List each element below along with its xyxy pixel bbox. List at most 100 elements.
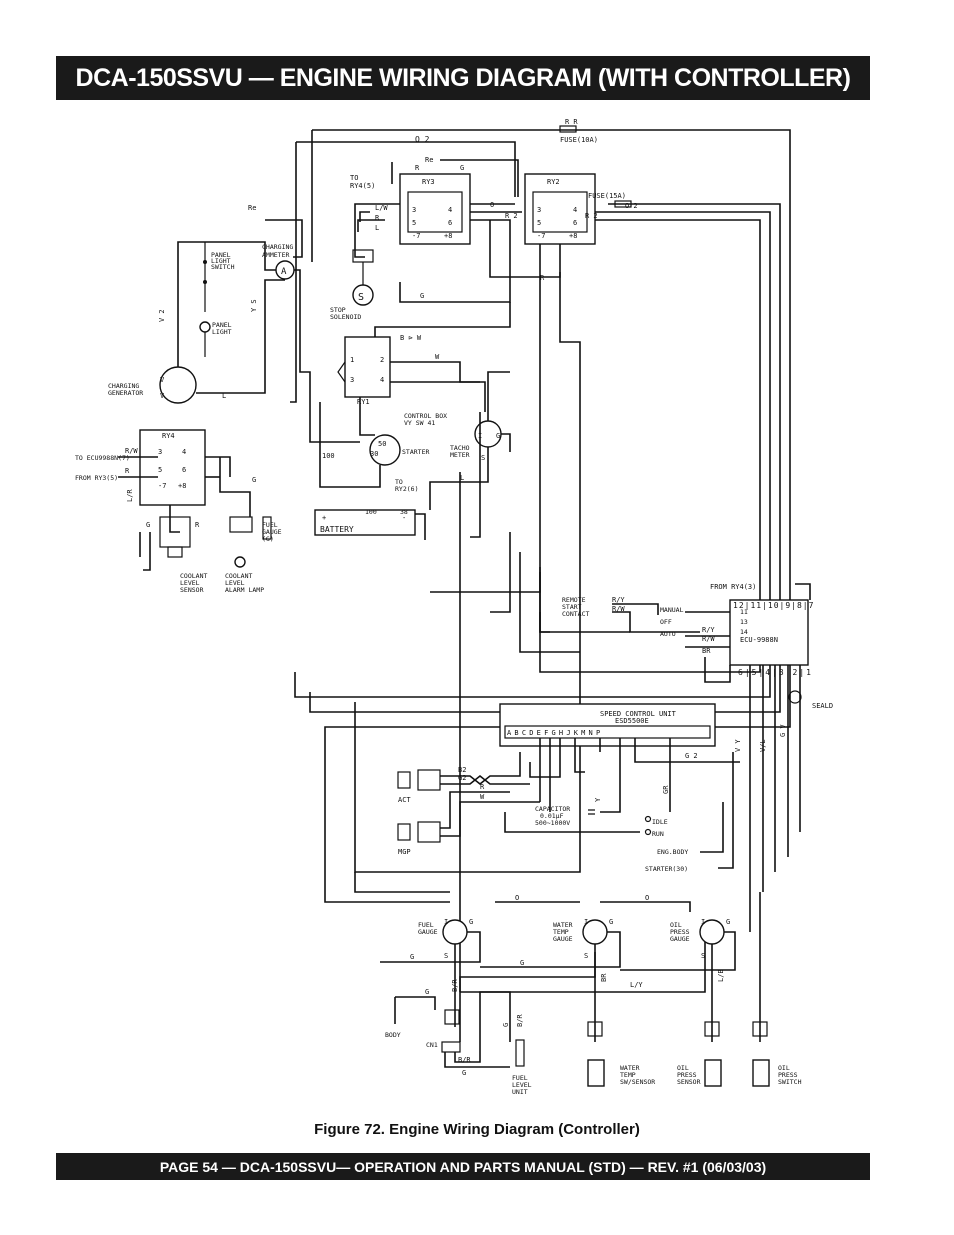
svg-text:WATER: WATER xyxy=(620,1064,640,1072)
svg-text:R: R xyxy=(415,164,420,172)
svg-text:A: A xyxy=(281,267,287,277)
svg-text:TO: TO xyxy=(395,478,403,486)
svg-text:BR: BR xyxy=(702,647,711,655)
svg-text:4: 4 xyxy=(448,206,452,214)
svg-text:SWITCH: SWITCH xyxy=(778,1078,802,1086)
svg-text:METER: METER xyxy=(450,451,470,459)
svg-text:W: W xyxy=(435,353,440,361)
svg-text:SPEED CONTROL UNIT: SPEED CONTROL UNIT xyxy=(600,710,677,718)
svg-text:R 2: R 2 xyxy=(585,212,598,220)
svg-text:ACT: ACT xyxy=(398,796,411,804)
svg-text:5: 5 xyxy=(537,219,541,227)
mgp: MGP xyxy=(397,821,441,856)
svg-text:B/R: B/R xyxy=(458,1056,471,1064)
svg-text:38: 38 xyxy=(400,508,408,516)
svg-text:ALARM LAMP: ALARM LAMP xyxy=(225,586,264,594)
svg-text:IDLE: IDLE xyxy=(652,818,668,826)
svg-text:R R: R R xyxy=(565,118,578,126)
svg-text:ECU-9988N: ECU-9988N xyxy=(740,636,778,644)
starter-30-label: STARTER(30) xyxy=(645,865,688,873)
svg-text:L/R: L/R xyxy=(126,489,134,502)
svg-text:G: G xyxy=(726,918,730,926)
svg-text:FUEL: FUEL xyxy=(512,1074,528,1082)
svg-text:PRESS: PRESS xyxy=(677,1071,697,1079)
svg-text:GR: GR xyxy=(662,785,670,794)
svg-text:R: R xyxy=(480,783,485,791)
ry2-label: RY2 xyxy=(547,178,560,186)
svg-text:G2: G2 xyxy=(458,774,466,782)
svg-text:LIGHT: LIGHT xyxy=(212,328,232,336)
stop-solenoid: S STOP SOLENOID xyxy=(330,249,374,321)
relay-ry1: RY1 1 2 3 4 xyxy=(337,336,391,406)
svg-text:4: 4 xyxy=(573,206,577,214)
svg-text:13: 13 xyxy=(740,618,748,626)
svg-text:Y S: Y S xyxy=(250,299,258,312)
svg-text:14: 14 xyxy=(740,628,748,636)
seal-label: SEALD xyxy=(812,702,833,710)
coolant-level-sensor: COOLANT LEVEL SENSOR xyxy=(159,516,207,594)
panel-light-switch: PANEL LIGHT SWITCH xyxy=(203,242,235,312)
battery: BATTERY + - 100 38 xyxy=(314,508,416,536)
svg-text:R/W: R/W xyxy=(702,635,715,643)
svg-text:V: V xyxy=(160,392,165,400)
svg-text:ESD5500E: ESD5500E xyxy=(615,717,649,725)
svg-text:G: G xyxy=(252,476,256,484)
svg-text:WATER: WATER xyxy=(553,921,573,929)
svg-text:CONTROL BOX: CONTROL BOX xyxy=(404,412,447,420)
svg-text:FUEL: FUEL xyxy=(418,921,434,929)
svg-text:6: 6 xyxy=(182,466,186,474)
svg-text:OIL: OIL xyxy=(778,1064,790,1072)
svg-text:LIGHT: LIGHT xyxy=(211,257,231,265)
svg-text:RY4(5): RY4(5) xyxy=(350,182,375,190)
svg-text:R: R xyxy=(125,467,130,475)
speed-terminals: ABCDEFGHJKMNP xyxy=(507,729,603,737)
svg-text:STARTER: STARTER xyxy=(402,448,429,456)
svg-text:W: W xyxy=(480,793,485,801)
svg-text:TEMP: TEMP xyxy=(553,928,569,936)
svg-text:TEMP: TEMP xyxy=(620,1071,636,1079)
svg-text:S: S xyxy=(701,952,705,960)
svg-text:LEVEL: LEVEL xyxy=(180,579,200,587)
svg-text:GAUGE: GAUGE xyxy=(553,935,573,943)
svg-text:LEVEL: LEVEL xyxy=(225,579,245,587)
svg-text:L: L xyxy=(222,392,226,400)
svg-text:FUSE(10A): FUSE(10A) xyxy=(560,136,598,144)
svg-text:L/Y: L/Y xyxy=(630,981,643,989)
svg-text:I: I xyxy=(584,918,588,926)
svg-text:3: 3 xyxy=(412,206,416,214)
svg-text:0.01μF: 0.01μF xyxy=(540,812,564,820)
svg-text:3: 3 xyxy=(350,376,354,384)
svg-text:4: 4 xyxy=(380,376,384,384)
svg-text:V 2: V 2 xyxy=(158,309,166,322)
svg-text:SENSOR: SENSOR xyxy=(180,586,204,594)
coolant-alarm-lamp: COOLANT LEVEL ALARM LAMP xyxy=(225,516,264,594)
svg-text:CONTACT: CONTACT xyxy=(562,610,589,618)
svg-text:-7: -7 xyxy=(158,482,166,490)
svg-text:R/W: R/W xyxy=(125,447,138,455)
svg-text:G: G xyxy=(425,988,429,996)
svg-text:RUN: RUN xyxy=(652,830,664,838)
svg-text:FUSE(15A): FUSE(15A) xyxy=(588,192,626,200)
svg-text:3: 3 xyxy=(158,448,162,456)
svg-text:I: I xyxy=(444,918,448,926)
svg-text:G: G xyxy=(410,953,414,961)
svg-text:OFF: OFF xyxy=(660,618,672,626)
svg-text:S: S xyxy=(481,454,485,462)
svg-text:O: O xyxy=(515,894,519,902)
svg-text:RY4: RY4 xyxy=(162,432,175,440)
svg-text:-: - xyxy=(402,514,406,522)
svg-text:MGP: MGP xyxy=(398,848,411,856)
svg-text:S: S xyxy=(444,952,448,960)
svg-text:BATTERY: BATTERY xyxy=(320,525,354,534)
svg-text:O: O xyxy=(645,894,649,902)
svg-text:CHARGING: CHARGING xyxy=(262,243,293,251)
remote-start-contact: REMOTE START CONTACT xyxy=(562,596,589,618)
oil-press-sensor: OIL PRESS SENSOR xyxy=(677,1021,722,1087)
svg-text:GAUGE: GAUGE xyxy=(262,528,282,536)
svg-text:G V: G V xyxy=(779,724,787,737)
svg-text:PRESS: PRESS xyxy=(670,928,690,936)
svg-text:G 2: G 2 xyxy=(685,752,698,760)
svg-text:+8: +8 xyxy=(178,482,186,490)
